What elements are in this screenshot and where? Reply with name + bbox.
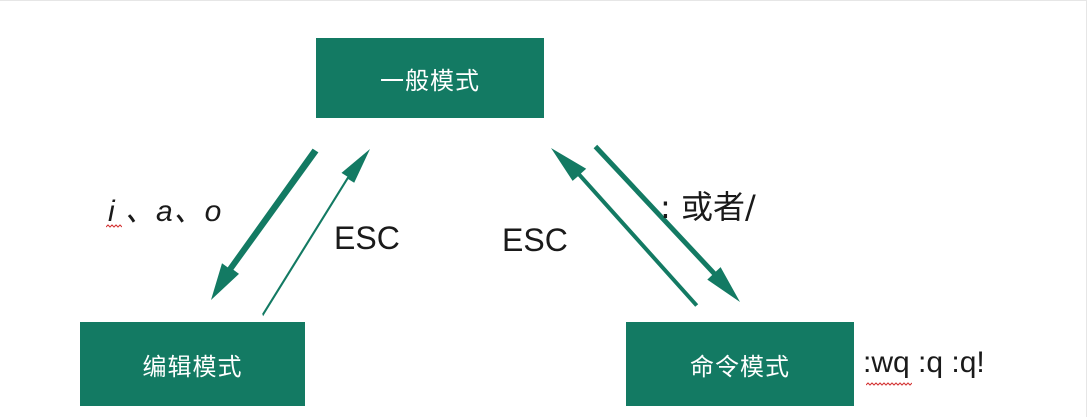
command-mode-box: 命令模式	[626, 322, 854, 406]
quit-commands-label: :wq :q :q!	[863, 346, 985, 379]
command-mode-label: 命令模式	[690, 352, 790, 381]
arrow-edit-to-general	[262, 149, 370, 317]
insert-keys-label: i 、a、o	[108, 195, 223, 228]
general-mode-label: 一般模式	[380, 66, 480, 95]
esc-right-label: ESC	[502, 222, 568, 258]
edit-mode-box: 编辑模式	[80, 322, 305, 406]
general-mode-box: 一般模式	[316, 38, 544, 118]
edit-mode-label: 编辑模式	[142, 352, 243, 381]
arrow-command-to-general	[551, 148, 699, 307]
spellcheck-underline-insert	[106, 224, 122, 228]
to-command-label: : 或者/	[660, 188, 756, 226]
frame-top-border	[0, 0, 1087, 1]
arrow-general-to-edit	[211, 148, 319, 300]
arrow-general-to-command	[593, 144, 740, 302]
spellcheck-underline-quit	[866, 382, 912, 386]
esc-left-label: ESC	[334, 220, 400, 256]
